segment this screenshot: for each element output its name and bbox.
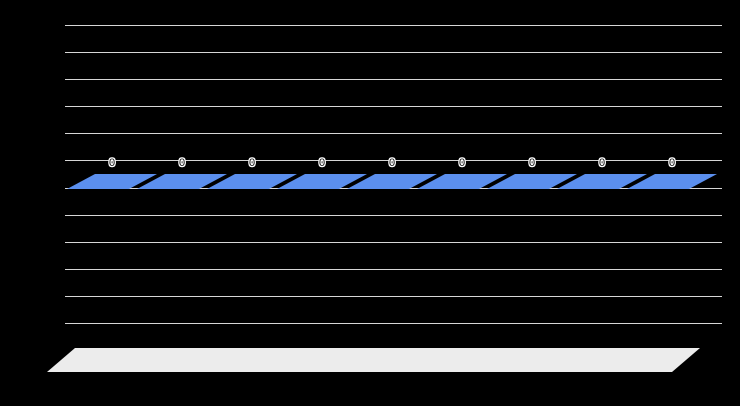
gridline <box>65 296 722 297</box>
bar-top-face <box>137 174 227 189</box>
bar-top-face <box>207 174 297 189</box>
bar[interactable] <box>137 174 227 190</box>
bar[interactable] <box>207 174 297 190</box>
data-label: 0 <box>598 156 607 169</box>
gridline <box>65 79 722 80</box>
data-label: 0 <box>108 156 117 169</box>
bar[interactable] <box>67 174 157 190</box>
data-label: 0 <box>458 156 467 169</box>
bar[interactable] <box>557 174 647 190</box>
data-label: 0 <box>388 156 397 169</box>
bar[interactable] <box>277 174 367 190</box>
data-label: 0 <box>668 156 677 169</box>
gridline <box>65 133 722 134</box>
gridline <box>65 242 722 243</box>
data-label: 0 <box>178 156 187 169</box>
bar-top-face <box>277 174 367 189</box>
data-label: 0 <box>528 156 537 169</box>
bar-top-face <box>557 174 647 189</box>
bar[interactable] <box>487 174 577 190</box>
bar[interactable] <box>347 174 437 190</box>
gridline <box>65 215 722 216</box>
bar-top-face <box>627 174 717 189</box>
data-label: 0 <box>248 156 257 169</box>
bar-top-face <box>417 174 507 189</box>
bar-top-face <box>487 174 577 189</box>
bar[interactable] <box>627 174 717 190</box>
gridline <box>65 25 722 26</box>
bar-top-face <box>67 174 157 189</box>
bar[interactable] <box>417 174 507 190</box>
gridline <box>65 106 722 107</box>
chart-floor-base <box>47 348 700 372</box>
gridline <box>65 160 722 161</box>
gridline <box>65 52 722 53</box>
gridline <box>65 323 722 324</box>
data-label: 0 <box>318 156 327 169</box>
gridline <box>65 269 722 270</box>
bar-top-face <box>347 174 437 189</box>
